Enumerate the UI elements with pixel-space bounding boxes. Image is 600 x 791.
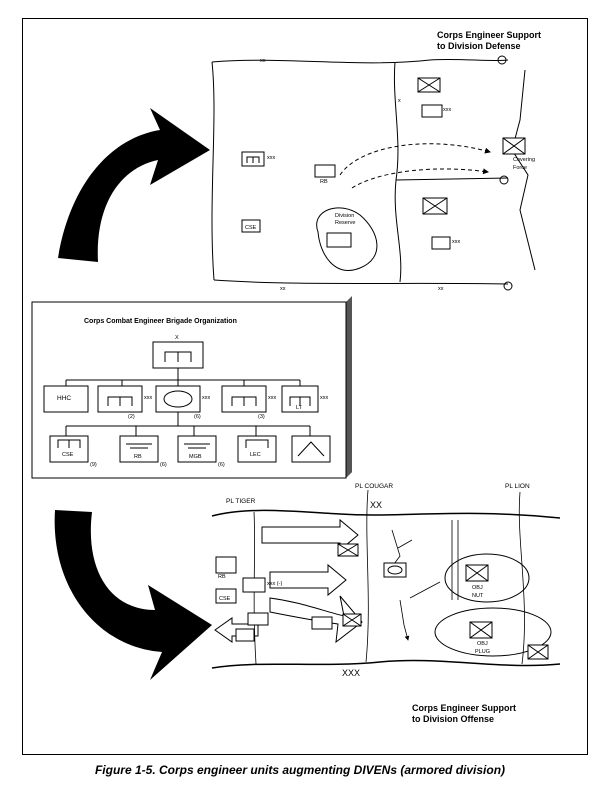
unit-echelon-label: xxx: [268, 395, 277, 401]
rb-label: RB: [134, 454, 142, 460]
phase-line-cougar: PL COUGAR: [355, 483, 394, 490]
count-label: (6): [218, 462, 225, 468]
boundary-xxx: XXX: [342, 668, 361, 678]
covering-label-2: Force: [513, 165, 528, 171]
obj-plug-2: PLUG: [475, 649, 490, 655]
unit-echelon-label: xxx: [202, 395, 211, 401]
cse-label: CSE: [245, 225, 257, 231]
unit-echelon-label: xxx: [320, 395, 329, 401]
boundary-label: xx: [438, 286, 444, 292]
brigade-chart: [43, 341, 331, 463]
defense-title-line2: to Division Defense: [437, 41, 521, 51]
covering-label-1: Covering: [513, 157, 536, 163]
obj-nut-1: OBJ: [472, 585, 483, 591]
phase-line-lion: PL LION: [505, 483, 530, 490]
offense-title-line2: to Division Offense: [412, 714, 495, 724]
lec-label: LEC: [250, 452, 261, 458]
count-label: (9): [90, 462, 97, 468]
rb-label: RB: [218, 574, 226, 580]
defense-units: [241, 77, 526, 250]
obj-plug-1: OBJ: [477, 641, 488, 647]
unit-echelon-label: xxx: [144, 395, 153, 401]
count-label: (2): [128, 414, 135, 420]
boundary-label: xx: [280, 286, 286, 292]
offense-units: [215, 543, 549, 660]
count-label: (6): [160, 462, 167, 468]
reserve-label-2: Reserve: [335, 220, 356, 226]
figure-caption: Figure 1-5. Corps engineer units augment…: [94, 763, 506, 777]
unit-echelon-label: xxx: [452, 239, 461, 245]
count-label: (3): [258, 414, 265, 420]
curved-arrow-top: [58, 108, 210, 262]
reserve-label-1: Division: [335, 213, 355, 219]
unit-echelon-label: xxx: [443, 107, 452, 113]
offense-map: [211, 489, 561, 669]
unit-echelon-label: xxx: [267, 155, 276, 161]
phase-line-tiger: PL TIGER: [226, 498, 256, 505]
figure-frame: [22, 18, 588, 755]
cse-label: CSE: [219, 596, 231, 602]
brigade-title: Corps Combat Engineer Brigade Organizati…: [84, 318, 237, 325]
curved-arrow-bottom: [54, 510, 213, 680]
rb-label: RB: [320, 179, 328, 185]
lt-label: LT: [296, 405, 303, 411]
count-label: (6): [194, 414, 201, 420]
engineer-unit-icon: [421, 104, 443, 118]
hhc-label: HHC: [57, 395, 72, 402]
brigade-echelon: X: [175, 335, 179, 341]
offense-title-line1: Corps Engineer Support: [412, 703, 517, 713]
unit-echelon-label: xxx (-): [267, 581, 283, 587]
obj-nut-2: NUT: [472, 593, 484, 599]
boundary-label-x: x: [398, 98, 401, 104]
boundary-xx: XX: [370, 500, 383, 510]
defense-map: [211, 55, 536, 291]
cse-label: CSE: [62, 452, 74, 458]
defense-title-line1: Corps Engineer Support: [437, 30, 542, 40]
mgb-label: MGB: [189, 454, 202, 460]
boundary-label: xx: [260, 58, 266, 64]
